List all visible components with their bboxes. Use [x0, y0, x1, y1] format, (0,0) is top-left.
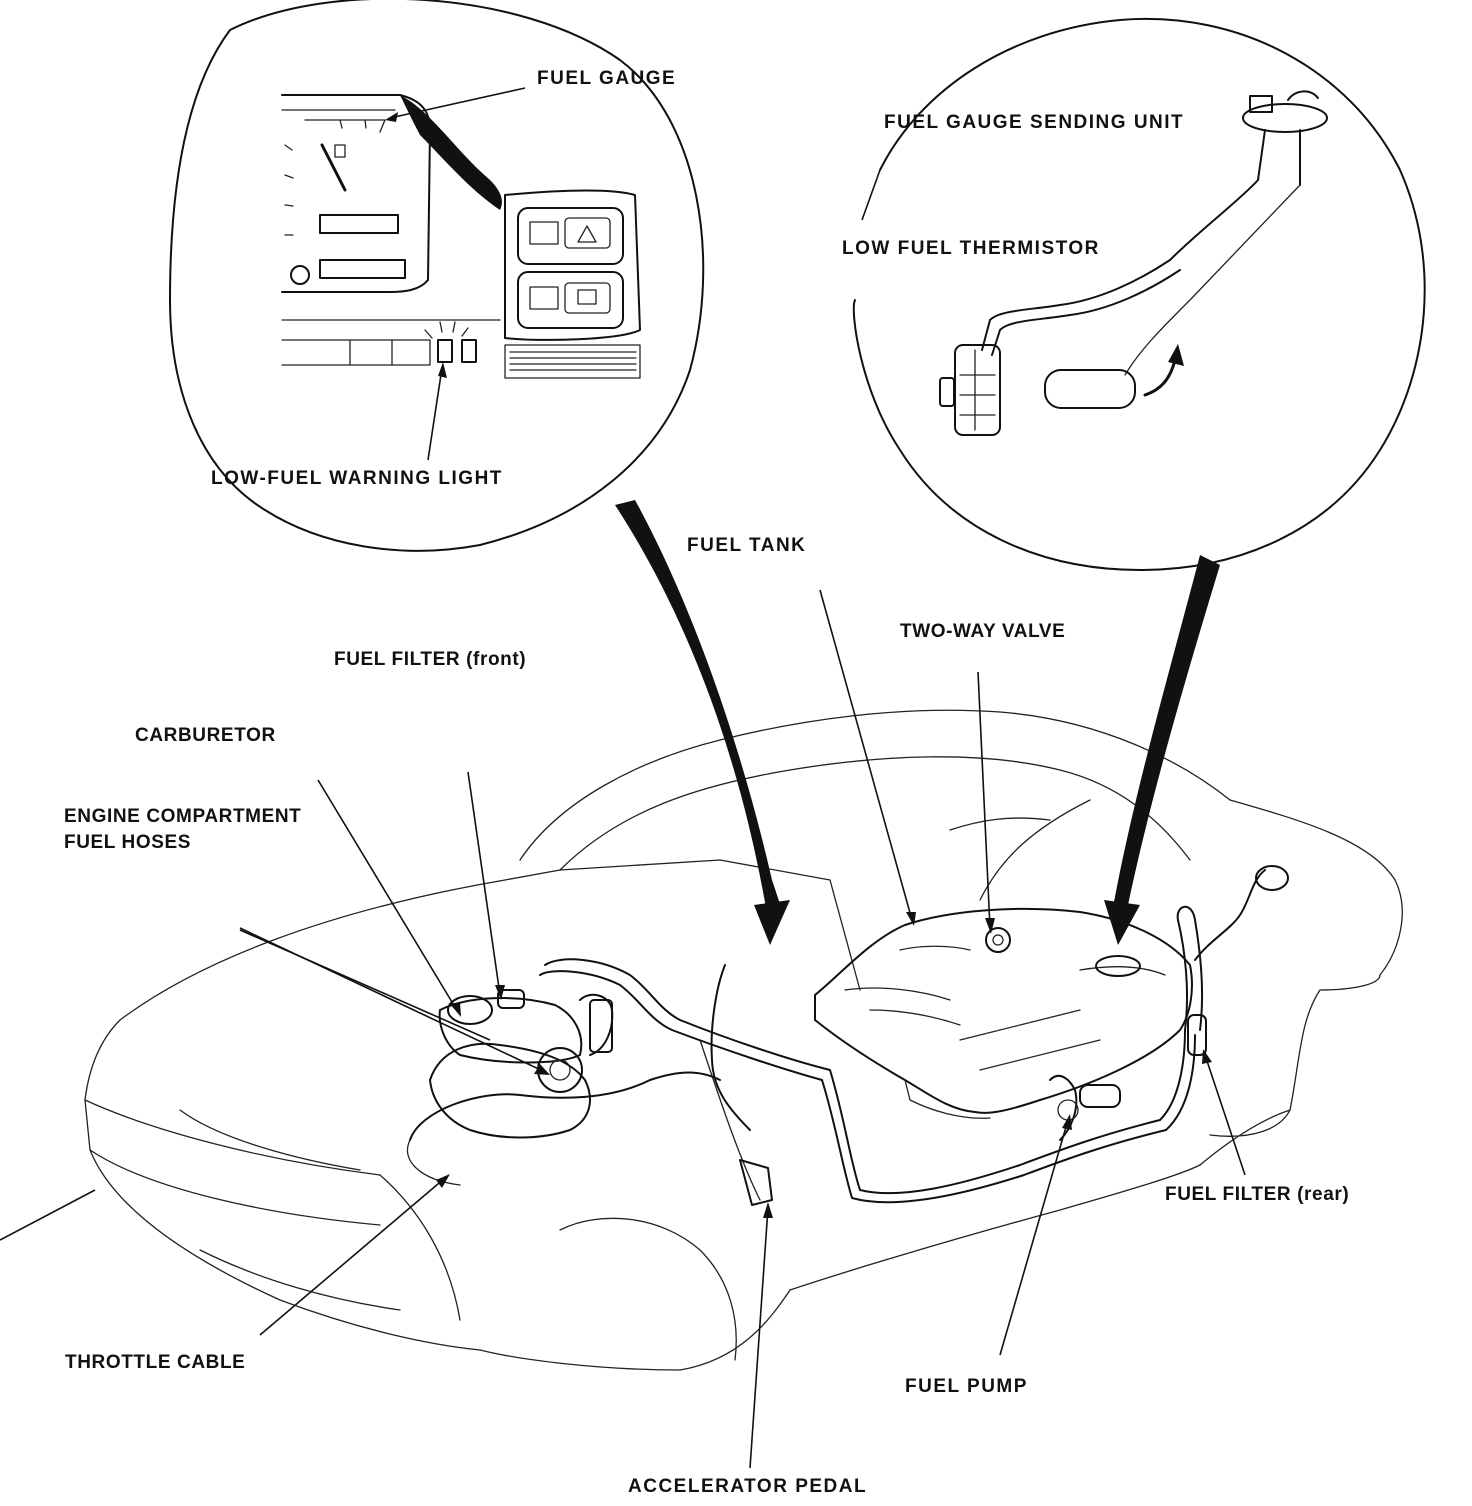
label-fuel-filter-rear: FUEL FILTER (rear) — [1165, 1184, 1349, 1205]
fuel-tank — [814, 907, 1193, 1119]
label-fuel-pump: FUEL PUMP — [905, 1376, 1028, 1397]
label-fuel-filter-front: FUEL FILTER (front) — [334, 649, 526, 670]
callout-labels: FUEL GAUGE FUEL GAUGE SENDING UNIT LOW F… — [64, 68, 1349, 1497]
label-fuel-hoses: FUEL HOSES — [64, 832, 191, 853]
dash-inset — [169, 0, 705, 552]
label-carburetor: CARBURETOR — [135, 725, 276, 746]
engine-assembly — [429, 989, 614, 1139]
leader-lines — [0, 87, 1246, 1469]
label-fuel-gauge-sending-unit: FUEL GAUGE SENDING UNIT — [884, 112, 1184, 133]
label-accelerator-pedal: ACCELERATOR PEDAL — [628, 1476, 867, 1497]
label-fuel-tank: FUEL TANK — [687, 535, 806, 556]
label-low-fuel-warning-light: LOW-FUEL WARNING LIGHT — [211, 468, 503, 489]
sending-unit-inset — [852, 17, 1426, 571]
label-two-way-valve: TWO-WAY VALVE — [900, 621, 1065, 642]
inset-pointer-arrows — [615, 500, 1220, 945]
label-low-fuel-thermistor: LOW FUEL THERMISTOR — [842, 238, 1100, 259]
label-throttle-cable: THROTTLE CABLE — [65, 1352, 245, 1373]
fuel-lines — [406, 865, 1289, 1206]
label-engine-compartment: ENGINE COMPARTMENT — [64, 806, 301, 827]
label-fuel-gauge: FUEL GAUGE — [537, 68, 676, 89]
